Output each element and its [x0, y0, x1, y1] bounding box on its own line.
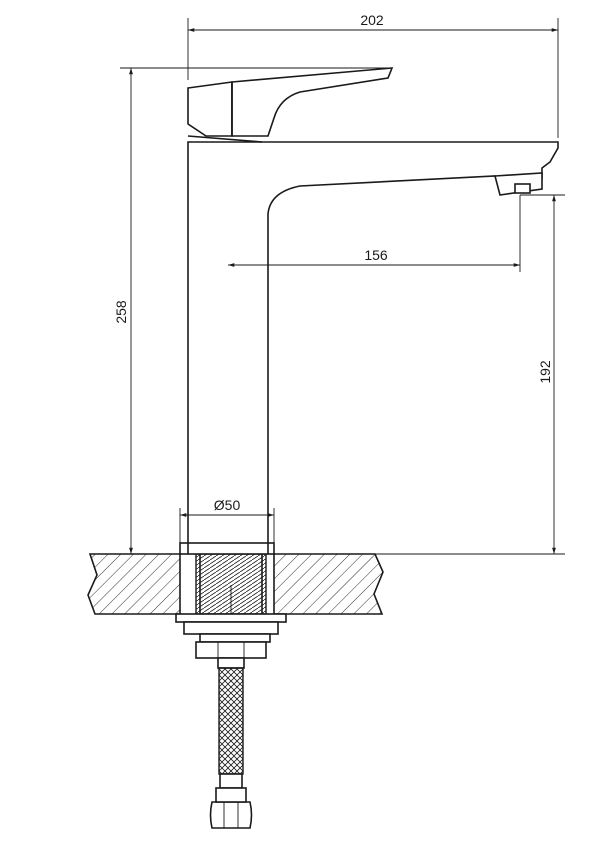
- dimension-label-reach: 156: [364, 247, 388, 263]
- dimension-label-diameter: Ø50: [214, 497, 241, 513]
- dimension-label-spout-height: 192: [537, 360, 553, 384]
- faucet-body: [187, 141, 559, 554]
- lock-nut-assembly: [175, 613, 287, 659]
- dimension-base-diameter: Ø50: [179, 497, 275, 543]
- dimension-label-width: 202: [360, 12, 384, 28]
- base-ring: [179, 542, 275, 555]
- lever-handle: [187, 67, 394, 143]
- flexible-hose: [209, 657, 253, 829]
- aerator-outlet: [514, 183, 531, 194]
- dimension-spout-height: 192: [375, 194, 565, 555]
- dimension-spout-reach: 156: [228, 195, 521, 272]
- dimension-label-height: 258: [113, 300, 129, 324]
- dimension-overall-width: 202: [187, 12, 559, 138]
- dimension-overall-height: 258: [113, 67, 392, 555]
- mounting-shank: [195, 553, 267, 615]
